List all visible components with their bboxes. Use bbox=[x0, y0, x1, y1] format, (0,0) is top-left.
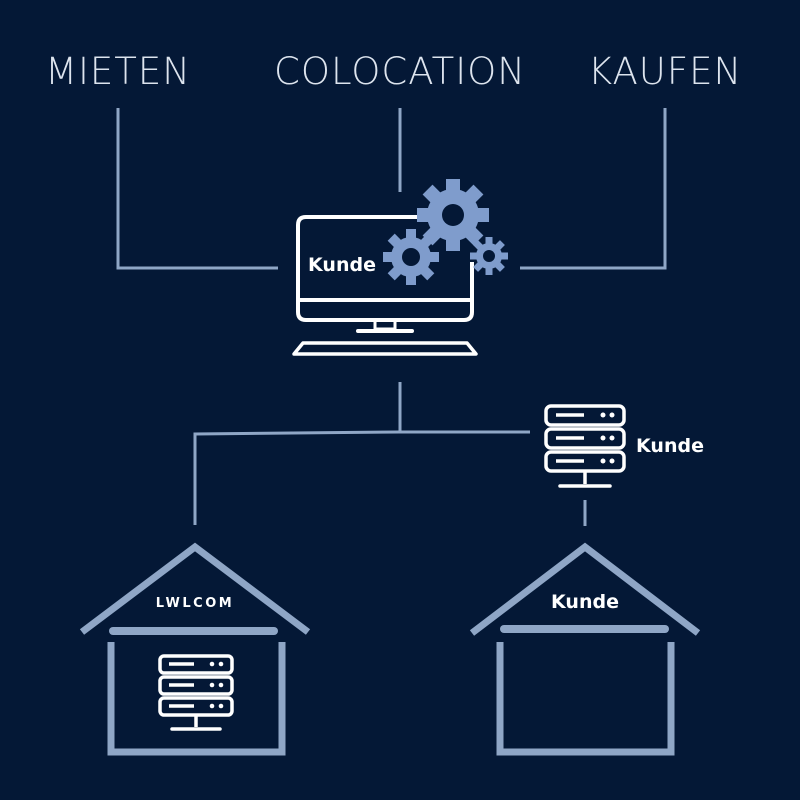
connector-left-house bbox=[193, 430, 401, 525]
connector-lines-bottom bbox=[193, 382, 587, 526]
connector-mieten bbox=[116, 108, 278, 270]
server-right-label: Kunde bbox=[636, 435, 704, 457]
connector-kaufen bbox=[520, 108, 667, 270]
house-left: LWLCOM bbox=[79, 542, 311, 756]
house-left-roof bbox=[79, 542, 311, 635]
house-left-brand: LWLCOM bbox=[156, 596, 234, 611]
monitor-label: Kunde bbox=[308, 254, 376, 276]
heading-mieten: MIETEN bbox=[45, 50, 191, 93]
gears-icon bbox=[383, 179, 508, 285]
house-right-roof bbox=[469, 542, 701, 636]
house-right-walls bbox=[496, 642, 675, 756]
heading-colocation: COLOCATION bbox=[274, 50, 526, 93]
connector-lines-top bbox=[116, 108, 667, 270]
heading-kaufen: KAUFEN bbox=[588, 50, 742, 93]
house-right: Kunde bbox=[469, 542, 701, 756]
server-rack-icon-right bbox=[544, 404, 626, 488]
house-right-label: Kunde bbox=[551, 591, 619, 613]
server-rack-icon-left bbox=[158, 654, 234, 731]
house-left-walls bbox=[107, 642, 286, 756]
monitor-icon bbox=[292, 215, 478, 356]
